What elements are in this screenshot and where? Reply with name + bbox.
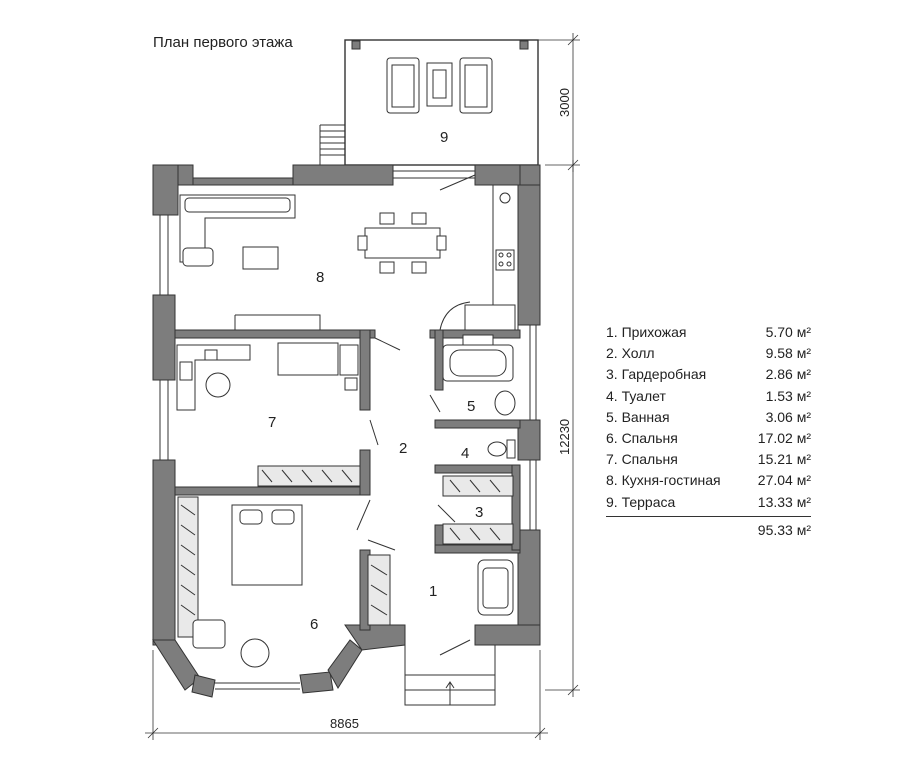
legend-area: 2.86 м²: [765, 366, 811, 383]
bedroom-6-furniture: [177, 496, 391, 668]
width-dimension: 8865: [330, 716, 359, 731]
legend-area: 5.70 м²: [765, 324, 811, 340]
legend-label: 2. Холл: [606, 345, 655, 362]
door-swings: [356, 174, 476, 656]
legend-label: 5. Ванная: [606, 408, 670, 425]
legend-label: 9. Терраса: [606, 493, 676, 510]
legend-label: 1. Прихожая: [606, 324, 687, 340]
room-number-8: 8: [316, 269, 324, 286]
interior-walls: [174, 329, 521, 631]
legend-area: 1.53 м²: [765, 387, 811, 404]
bedroom-7-furniture: [176, 342, 361, 487]
terrace: [319, 39, 539, 166]
dimension-lines: 8865 12230 3000: [145, 33, 580, 740]
legend-area: 17.02 м²: [757, 429, 811, 446]
legend-total: 95.33 м²: [757, 521, 811, 538]
legend-row: 2. Холл 9.58 м²: [606, 343, 811, 364]
room-number-5: 5: [467, 398, 475, 415]
legend-label: 7. Спальня: [606, 451, 678, 468]
room-number-9: 9: [440, 129, 448, 146]
legend-row: 4. Туалет 1.53 м²: [606, 386, 811, 407]
legend-row: 7. Спальня 15.21 м²: [606, 449, 811, 470]
room-number-1: 1: [429, 583, 437, 600]
legend-area: 15.21 м²: [757, 451, 811, 468]
legend-label: 8. Кухня-гостиная: [606, 472, 721, 489]
room-number-7: 7: [268, 414, 276, 431]
legend-divider: [606, 515, 811, 517]
legend-label: 4. Туалет: [606, 387, 666, 404]
kitchen-living-furniture: [179, 184, 519, 331]
legend-row: 9. Терраса 13.33 м²: [606, 492, 811, 513]
wet-rooms-furniture: [404, 334, 516, 706]
room-number-3: 3: [475, 504, 483, 521]
legend-row: 6. Спальня 17.02 м²: [606, 428, 811, 449]
plan-title: План первого этажа: [153, 34, 293, 51]
legend-row: 1. Прихожая 5.70 м²: [606, 322, 811, 343]
legend-row: 8. Кухня-гостиная 27.04 м²: [606, 470, 811, 491]
room-area-legend: 1. Прихожая 5.70 м² 2. Холл 9.58 м² 3. Г…: [606, 322, 811, 541]
legend-label: 3. Гардеробная: [606, 366, 707, 383]
legend-row: 5. Ванная 3.06 м²: [606, 407, 811, 428]
legend-area: 9.58 м²: [765, 345, 811, 362]
legend-label: 6. Спальня: [606, 429, 678, 446]
legend-area: 3.06 м²: [765, 408, 811, 425]
room-number-4: 4: [461, 445, 469, 462]
room-number-6: 6: [310, 616, 318, 633]
legend-area: 13.33 м²: [757, 493, 811, 510]
room-number-2: 2: [399, 440, 407, 457]
exterior-walls: [152, 164, 541, 698]
terrace-depth-dimension: 3000: [557, 88, 572, 117]
height-dimension: 12230: [557, 419, 572, 455]
legend-area: 27.04 м²: [757, 472, 811, 489]
room-numbers: 9 8 7 6 5 4 3 2 1: [268, 129, 483, 633]
legend-row: 3. Гардеробная 2.86 м²: [606, 364, 811, 385]
